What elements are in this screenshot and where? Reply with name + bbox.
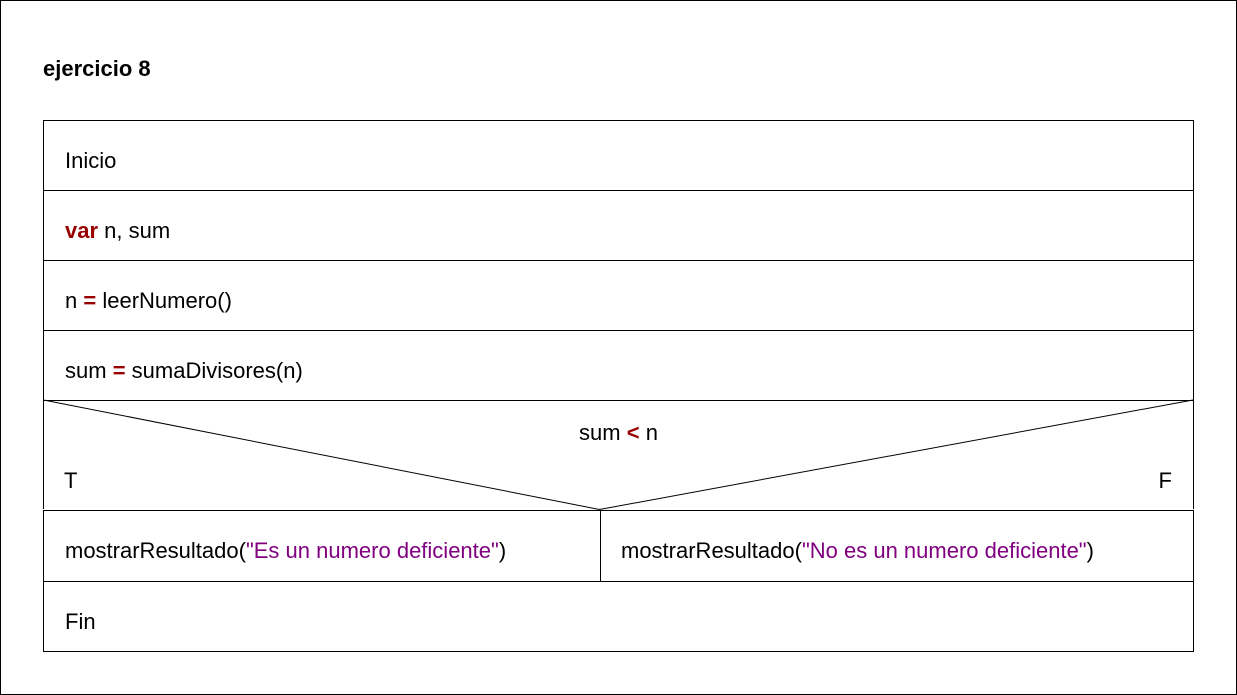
condition-rhs: n [639,420,658,445]
end-label: Fin [65,609,96,634]
var-keyword: var [65,218,99,243]
assign-sum-operator: = [112,358,126,383]
assign-sum-rhs: sumaDivisores(n) [125,358,303,383]
end-block: Fin [43,581,1194,652]
assign-n-operator: = [83,288,97,313]
true-branch-label: T [64,468,78,493]
start-block: Inicio [43,120,1194,191]
false-branch-string: "No es un numero deficiente" [801,538,1087,563]
true-branch-close: ) [498,538,507,563]
true-branch-statement: mostrarResultado("Es un numero deficient… [65,511,506,580]
false-branch-func: mostrarResultado( [621,538,802,563]
false-branch-block: mostrarResultado("No es un numero defici… [601,511,1193,581]
nassi-shneiderman-diagram: Inicio var n, sum n = leerNumero() sum =… [43,120,1194,652]
start-label: Inicio [65,148,117,173]
true-branch-func: mostrarResultado( [65,538,246,563]
false-branch-close: ) [1086,538,1094,563]
condition-diagonal-left [43,399,600,510]
assign-sum-lhs: sum [65,358,113,383]
condition-expression: sum < n [43,418,1194,448]
branch-row: mostrarResultado("Es un numero deficient… [43,510,1194,581]
false-branch-label: F [1158,468,1172,493]
false-branch-statement: mostrarResultado("No es un numero defici… [621,511,1094,580]
condition-diagonal-right [599,399,1194,510]
assign-sum-statement: sum = sumaDivisores(n) [65,331,303,400]
assign-sum-block: sum = sumaDivisores(n) [43,330,1194,401]
assign-n-block: n = leerNumero() [43,260,1194,331]
condition-triangle [43,399,1194,510]
page-title: ejercicio 8 [43,56,151,81]
declaration-variables: n, sum [98,218,171,243]
condition-block [43,399,1194,509]
condition-operator: < [626,420,640,445]
condition-lhs: sum [579,420,627,445]
declaration-block: var n, sum [43,190,1194,261]
true-branch-string: "Es un numero deficiente" [245,538,499,563]
assign-n-rhs: leerNumero() [96,288,232,313]
true-branch-block: mostrarResultado("Es un numero deficient… [44,511,601,581]
assign-n-statement: n = leerNumero() [65,261,232,330]
assign-n-lhs: n [65,288,84,313]
declaration-statement: var n, sum [65,191,170,260]
